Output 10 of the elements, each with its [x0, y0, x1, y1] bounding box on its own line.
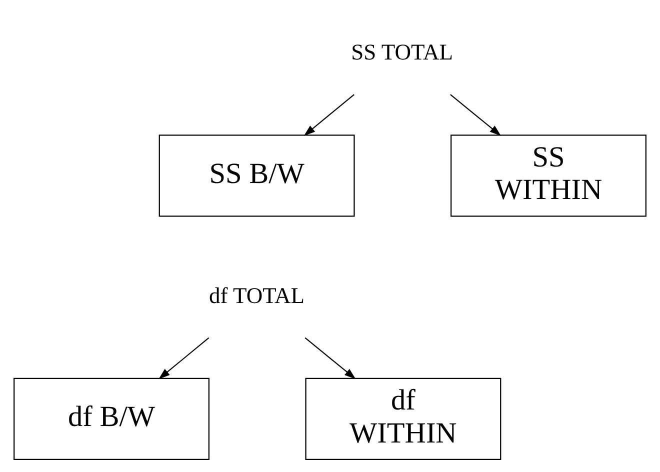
- node-box: df WITHIN: [305, 377, 502, 460]
- node-text: SS TOTAL: [351, 39, 453, 64]
- node-box: SS WITHIN: [450, 134, 646, 216]
- node-text: df TOTAL: [209, 282, 305, 308]
- arrow: [304, 336, 356, 379]
- node-box: SS B/W: [158, 134, 355, 216]
- arrow: [450, 94, 501, 136]
- arrow: [158, 336, 210, 379]
- arrow: [304, 94, 354, 136]
- node-box: df B/W: [14, 377, 210, 460]
